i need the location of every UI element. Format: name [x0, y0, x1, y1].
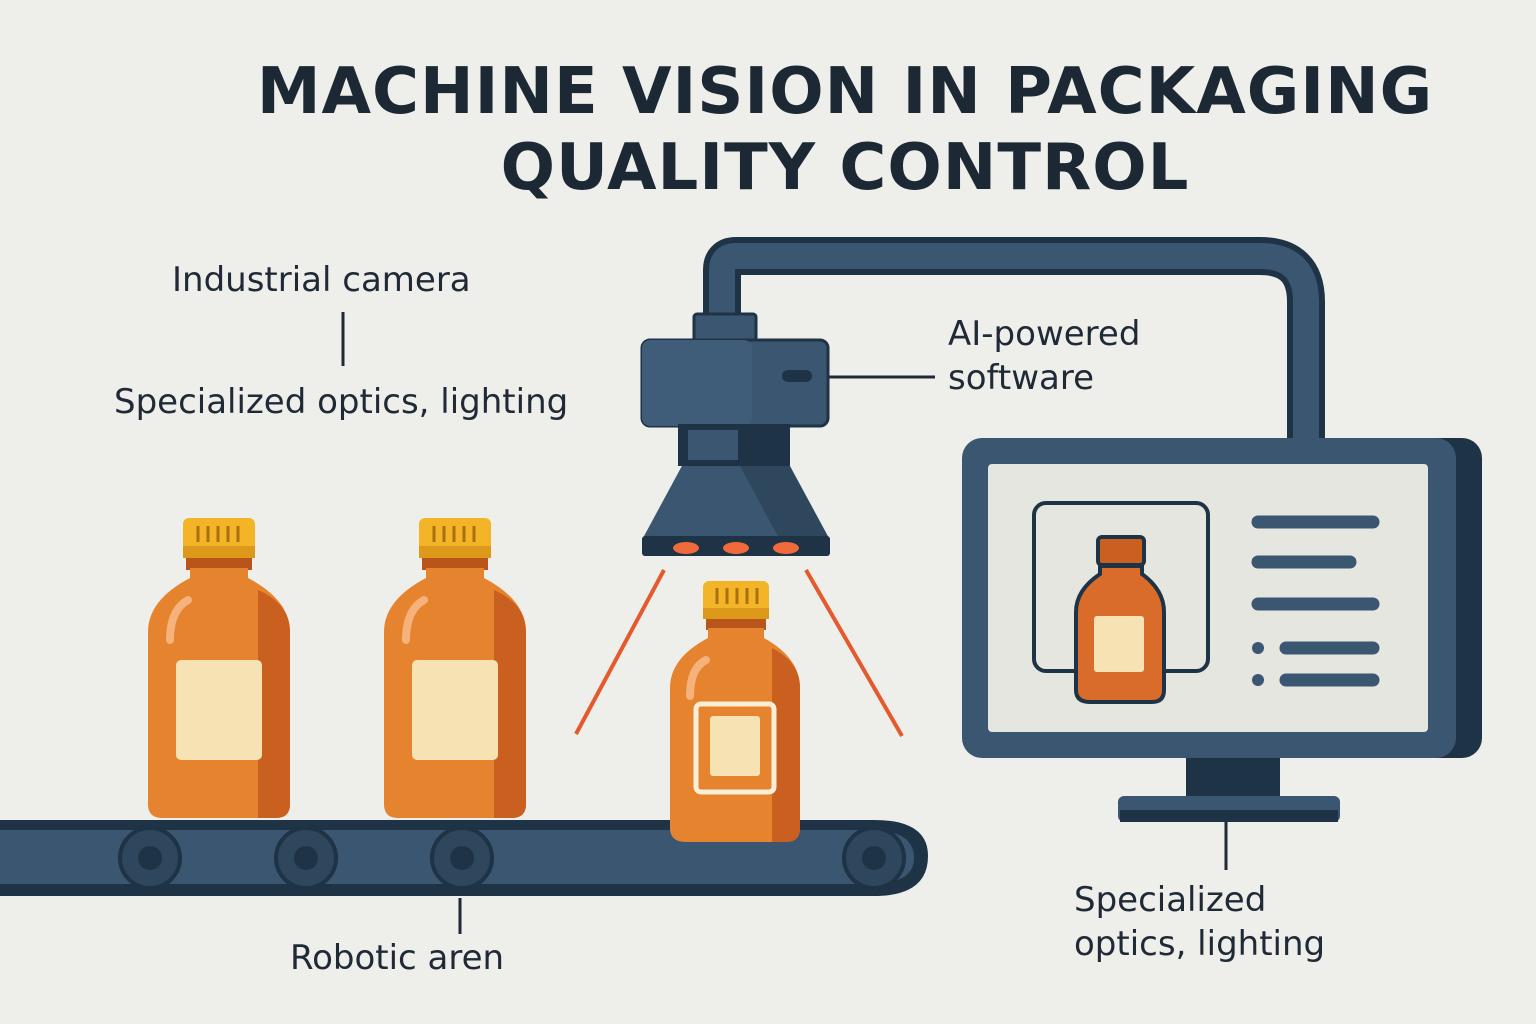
label-optics-right-line-2: optics, lighting — [1074, 924, 1326, 964]
title-line-2: QUALITY CONTROL — [500, 131, 1190, 205]
industrial-camera-icon — [640, 312, 830, 556]
label-ai-software-line-2: software — [948, 358, 1095, 398]
label-optics-right-line-1: Specialized — [1074, 880, 1267, 920]
camera-lamp — [673, 542, 699, 554]
diagram-title: MACHINE VISION IN PACKAGING QUALITY CONT… — [250, 54, 1440, 206]
label-ai-software: AI-powered software — [948, 312, 1140, 400]
screen-text-lines — [1251, 515, 1380, 687]
camera-lamp — [773, 542, 799, 554]
bottle-icon — [384, 518, 526, 818]
conveyor-rollers — [118, 826, 906, 890]
light-beam-right — [804, 568, 904, 738]
camera-arm — [703, 237, 1325, 440]
label-specialized-optics-right: Specialized optics, lighting — [1074, 878, 1325, 966]
bottle-icon — [670, 581, 800, 842]
monitor-neck — [1186, 756, 1280, 800]
inspection-frame — [693, 701, 777, 795]
monitor-icon — [962, 438, 1482, 822]
label-ai-software-line-1: AI-powered — [948, 314, 1141, 354]
label-specialized-optics-left: Specialized optics, lighting — [114, 382, 569, 422]
screen-bottle-icon — [1074, 535, 1166, 704]
label-industrial-camera: Industrial camera — [172, 260, 471, 300]
title-line-1: MACHINE VISION IN PACKAGING — [256, 55, 1434, 129]
bottle-icon — [148, 518, 290, 818]
label-robotic: Robotic aren — [290, 938, 505, 978]
light-beam-left — [574, 569, 666, 735]
camera-lamp — [723, 542, 749, 554]
